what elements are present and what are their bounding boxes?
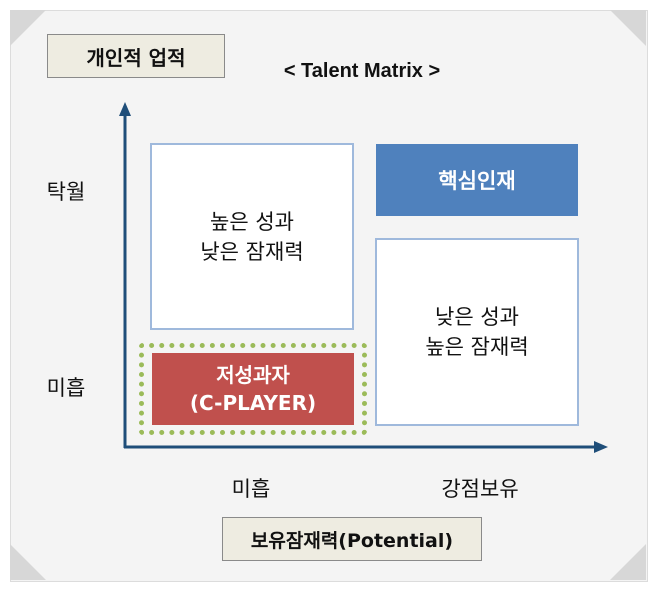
x-axis-arrow	[124, 441, 608, 453]
corner-fold-top-right	[610, 10, 646, 46]
quadrant-line-2: 높은 잠재력	[425, 335, 529, 359]
x-axis-low-label: 미흡	[231, 477, 271, 501]
quadrant-core-talent: 핵심인재	[376, 144, 578, 216]
corner-fold-bottom-left	[10, 544, 46, 580]
quadrant-line-2: 낮은 잠재력	[200, 239, 304, 264]
x-axis-high-label: 강점보유	[441, 477, 519, 501]
quadrant-line-1: 높은 성과	[210, 209, 294, 234]
quadrant-line-1: 낮은 성과	[435, 305, 519, 329]
y-axis-high-label: 탁월	[46, 180, 86, 204]
corner-fold-bottom-right	[610, 544, 646, 580]
quadrant-c-player: 저성과자 (C-PLAYER)	[152, 353, 354, 425]
quadrant-line-1: 저성과자	[216, 363, 290, 387]
corner-fold-top-left	[10, 10, 46, 46]
y-axis-low-label: 미흡	[46, 376, 86, 400]
quadrant-high-performance-low-potential: 높은 성과 낮은 잠재력	[150, 143, 354, 330]
y-axis-title: 개인적 업적	[47, 34, 225, 78]
quadrant-line-2: (C-PLAYER)	[189, 391, 317, 415]
matrix-title: < Talent Matrix >	[283, 59, 441, 82]
x-axis-title: 보유잠재력(Potential)	[222, 517, 482, 561]
quadrant-low-performance-high-potential: 낮은 성과 높은 잠재력	[375, 238, 579, 426]
y-axis-arrow	[119, 102, 131, 448]
c-player-highlight-outline	[139, 343, 367, 435]
